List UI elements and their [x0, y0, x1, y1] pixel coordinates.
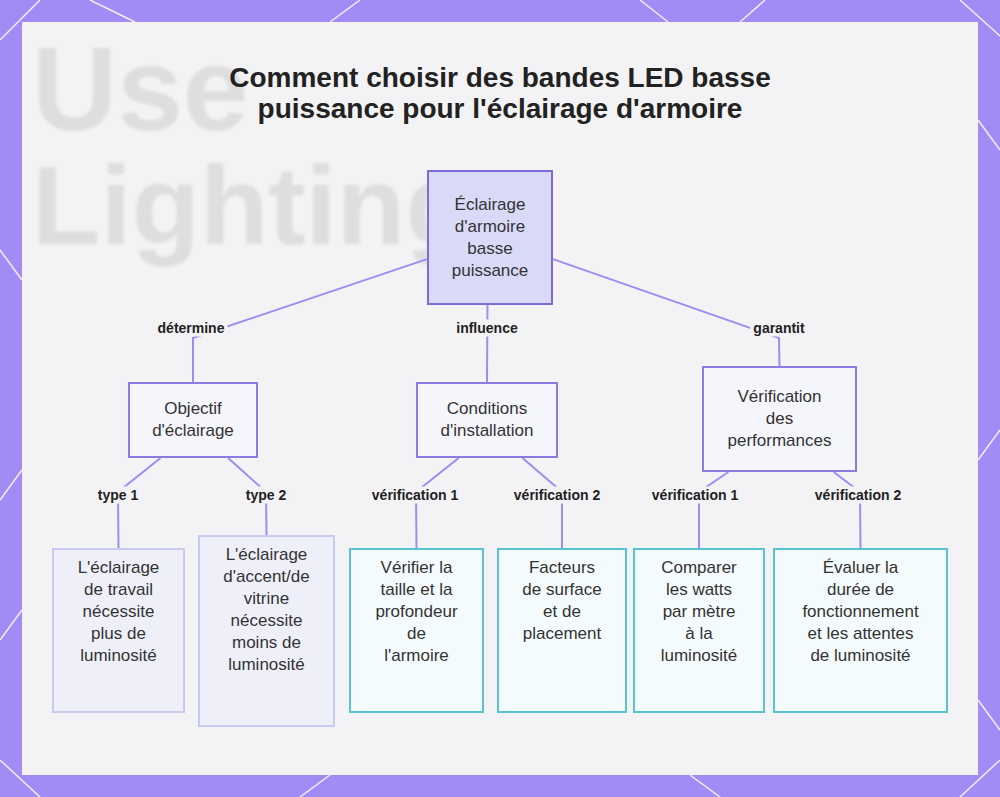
edge-label: influence — [453, 320, 520, 337]
category-box: Conditions d'installation — [416, 382, 558, 458]
node-text: Comparer les watts par mètre à la lumino… — [659, 557, 739, 667]
edge-label: vérification 1 — [369, 487, 461, 504]
node-text: L'éclairage d'accent/de vitrine nécessit… — [216, 544, 317, 676]
edge-label: vérification 2 — [812, 487, 904, 504]
connector-line — [699, 472, 728, 548]
edge-label: type 2 — [243, 487, 289, 504]
node-text: Évaluer la durée de fonctionnement et le… — [802, 557, 918, 667]
watermark-text: Lighting — [32, 150, 474, 262]
edge-label: vérification 2 — [511, 487, 603, 504]
root-box: Éclairage d'armoire basse puissance — [427, 170, 553, 305]
node-text: Conditions d'installation — [430, 398, 544, 442]
detail-box: L'éclairage d'accent/de vitrine nécessit… — [198, 535, 335, 727]
detail-box: L'éclairage de travail nécessite plus de… — [52, 548, 185, 713]
connector-line — [486, 305, 488, 382]
detail-box: Évaluer la durée de fonctionnement et le… — [773, 548, 948, 713]
edge-label: vérification 1 — [649, 487, 741, 504]
detail-box: Comparer les watts par mètre à la lumino… — [633, 548, 765, 713]
node-text: Vérification des performances — [724, 386, 835, 452]
node-text: Objectif d'éclairage — [142, 398, 244, 442]
watermark-text: Use — [32, 30, 248, 148]
node-text: L'éclairage de travail nécessite plus de… — [70, 557, 167, 667]
diagram-title: Comment choisir des bandes LED basse pui… — [170, 62, 830, 124]
category-box: Objectif d'éclairage — [128, 382, 258, 458]
category-box: Vérification des performances — [702, 366, 857, 472]
detail-box: Facteurs de surface et de placement — [497, 548, 627, 713]
connector-line — [834, 472, 861, 548]
connector-line — [553, 259, 780, 366]
edge-label: garantit — [750, 320, 807, 337]
detail-box: Vérifier la taille et la profondeur de l… — [349, 548, 484, 713]
connector-line — [193, 259, 427, 382]
edge-label: type 1 — [95, 487, 141, 504]
node-text: Facteurs de surface et de placement — [519, 557, 605, 645]
node-text: Vérifier la taille et la profondeur de l… — [375, 557, 458, 667]
node-text: Éclairage d'armoire basse puissance — [439, 194, 541, 282]
edge-label: détermine — [155, 320, 228, 337]
